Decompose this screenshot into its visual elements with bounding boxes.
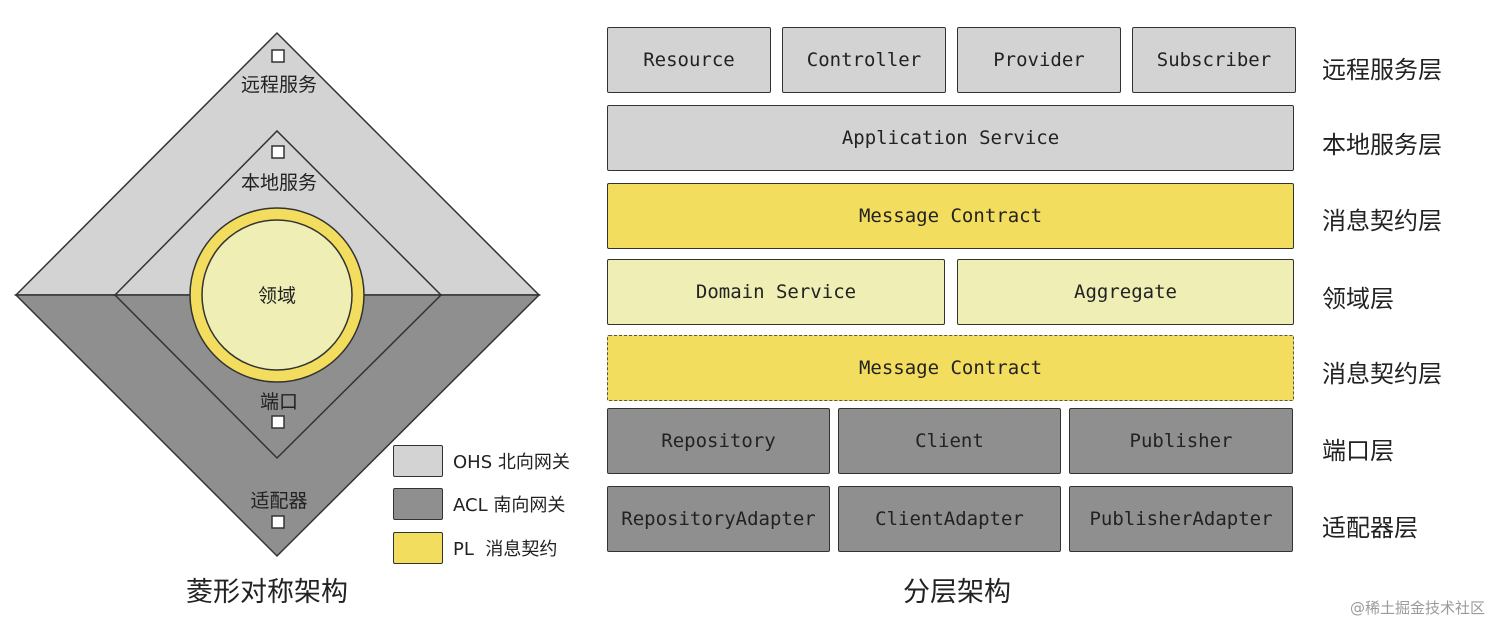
box-application-service: Application Service <box>607 105 1294 171</box>
box-message-contract-lower: Message Contract <box>607 335 1294 401</box>
box-aggregate: Aggregate <box>957 259 1294 325</box>
legend-item-pl: PL 消息契约 <box>393 531 557 565</box>
box-provider: Provider <box>957 27 1121 93</box>
layer-label-message-contract-upper: 消息契约层 <box>1322 207 1442 235</box>
legend-text-pl: PL 消息契约 <box>453 539 558 560</box>
layer-label-domain: 领域层 <box>1322 285 1394 313</box>
port-square-icon <box>271 415 285 429</box>
box-subscriber: Subscriber <box>1132 27 1296 93</box>
box-controller: Controller <box>782 27 946 93</box>
zone-label-adapter: 适配器 <box>250 490 307 512</box>
legend-swatch-light-gray <box>393 445 443 477</box>
right-diagram-caption: 分层架构 <box>903 577 1011 608</box>
legend-text-acl: ACL 南向网关 <box>453 495 566 516</box>
zone-label-remote: 远程服务 <box>241 74 317 96</box>
local-service-port-icon <box>271 145 285 159</box>
box-domain-service: Domain Service <box>607 259 945 325</box>
legend-swatch-yellow <box>393 532 443 564</box>
left-diagram-caption: 菱形对称架构 <box>186 577 348 608</box>
box-resource: Resource <box>607 27 771 93</box>
layer-label-message-contract-lower: 消息契约层 <box>1322 360 1442 388</box>
domain-inner-circle <box>201 219 353 371</box>
legend-text-ohs: OHS 北向网关 <box>453 452 570 473</box>
box-client: Client <box>838 408 1061 474</box>
legend-item-ohs: OHS 北向网关 <box>393 444 570 478</box>
layer-label-adapter: 适配器层 <box>1322 514 1418 542</box>
zone-label-port: 端口 <box>260 391 298 413</box>
adapter-square-icon <box>271 515 285 529</box>
box-repository-adapter: RepositoryAdapter <box>607 486 830 552</box>
box-publisher: Publisher <box>1069 408 1293 474</box>
zone-label-local: 本地服务 <box>241 172 317 194</box>
legend-swatch-dark-gray <box>393 488 443 520</box>
box-message-contract-upper: Message Contract <box>607 183 1294 249</box>
watermark: @稀土掘金技术社区 <box>1349 599 1485 617</box>
layer-label-port: 端口层 <box>1322 437 1394 465</box>
remote-service-port-icon <box>271 49 285 63</box>
layer-label-local-service: 本地服务层 <box>1322 131 1442 159</box>
legend-item-acl: ACL 南向网关 <box>393 487 565 521</box>
zone-label-domain: 领域 <box>258 285 296 307</box>
box-repository: Repository <box>607 408 830 474</box>
box-publisher-adapter: PublisherAdapter <box>1069 486 1293 552</box>
box-client-adapter: ClientAdapter <box>838 486 1061 552</box>
diamond-architecture-diagram: 远程服务 本地服务 领域 端口 适配器 <box>0 0 600 622</box>
layer-label-remote-service: 远程服务层 <box>1322 56 1442 84</box>
